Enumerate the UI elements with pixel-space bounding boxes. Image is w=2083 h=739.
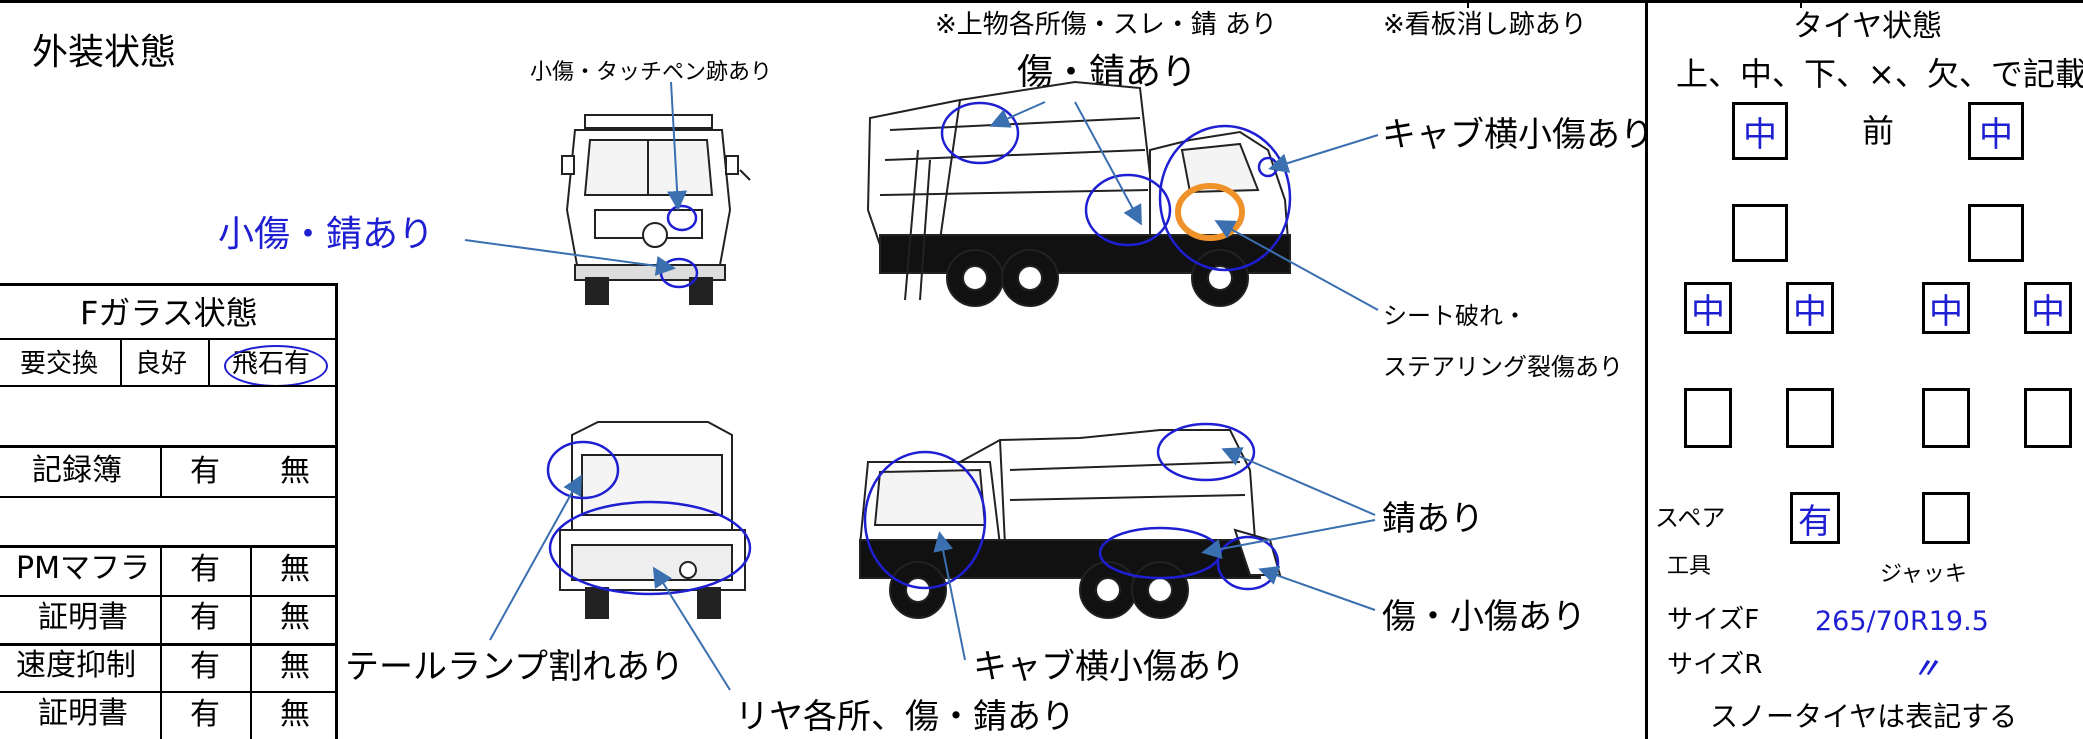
speed-limiter-label: 速度抑制: [16, 648, 136, 683]
left-table-top-border: [0, 283, 338, 286]
divider: [0, 385, 338, 387]
label-front-blue: 小傷・錆あり: [218, 214, 435, 255]
divider: [0, 643, 338, 646]
divider: [0, 496, 338, 498]
tire-front-label: 前: [1862, 112, 1895, 150]
damage-circles: [546, 101, 1292, 596]
truck-diagrams: [464, 80, 1379, 691]
label-scratch-small: 傷・小傷あり: [1382, 597, 1586, 637]
tire-panel-divider: [1645, 0, 1648, 739]
speed-limiter-yes[interactable]: 有: [190, 649, 220, 684]
size-f-value: 265/70R19.5: [1815, 606, 1989, 637]
pm-muffler-no[interactable]: 無: [280, 552, 310, 587]
label-front-small: 小傷・タッチペン跡あり: [530, 60, 773, 85]
note-top: ※上物各所傷・スレ・錆 あり: [935, 10, 1278, 40]
exterior-title: 外装状態: [32, 32, 177, 73]
glass-title: Fガラス状態: [80, 294, 258, 332]
tire-rear-outer-left[interactable]: 中: [1684, 282, 1732, 334]
label-rear: リヤ各所、傷・錆あり: [735, 697, 1075, 737]
tire-title: タイヤ状態: [1793, 9, 1943, 44]
divider: [0, 338, 338, 340]
tire-instruction: 上、中、下、×、欠、で記載: [1676, 55, 2083, 93]
divider: [208, 340, 210, 385]
spare-label: スペア: [1655, 504, 1726, 532]
divider: [0, 691, 338, 693]
spare-box-2[interactable]: [1922, 492, 1970, 544]
tire-rear-inner-right-2[interactable]: [1922, 388, 1970, 448]
size-r-label: サイズR: [1667, 650, 1763, 680]
tire-rear-outer-right-2[interactable]: [2024, 388, 2072, 448]
pm-certificate-yes[interactable]: 有: [190, 600, 220, 635]
tire-rear-outer-right[interactable]: 中: [2024, 282, 2072, 334]
glass-opt-good[interactable]: 良好: [135, 349, 188, 379]
tire-rear-inner-right[interactable]: 中: [1922, 282, 1970, 334]
label-rust: 錆あり: [1382, 499, 1484, 539]
tools-label: 工具: [1667, 554, 1712, 579]
pm-certificate-no[interactable]: 無: [280, 600, 310, 635]
speed-certificate-yes[interactable]: 有: [190, 697, 220, 732]
glass-opt-replace[interactable]: 要交換: [20, 349, 99, 379]
left-table-right-border: [335, 283, 338, 739]
logbook-no[interactable]: 無: [280, 454, 310, 489]
size-f-label: サイズF: [1667, 605, 1760, 635]
size-r-value: 〃: [1912, 652, 1941, 685]
note-sign: ※看板消し跡あり: [1383, 10, 1587, 40]
divider: [0, 545, 338, 548]
speed-certificate-label: 証明書: [38, 696, 128, 731]
left-table: Fガラス状態 要交換 良好 飛石有 記録簿 有 無 PMマフラ 有 無 証明書 …: [0, 283, 338, 739]
label-cab-side-top: キャブ横小傷あり: [1382, 115, 1654, 155]
logbook-yes[interactable]: 有: [190, 454, 220, 489]
label-tail-lamp: テールランプ割れあり: [345, 647, 684, 687]
tire-front-right-2[interactable]: [1968, 204, 2024, 262]
tire-rear-inner-left-2[interactable]: [1786, 388, 1834, 448]
truck-side-view-bottom: [858, 429, 1282, 619]
pm-muffler-yes[interactable]: 有: [190, 552, 220, 587]
speed-certificate-no[interactable]: 無: [280, 697, 310, 732]
snow-note: スノータイヤは表記する: [1710, 700, 2018, 733]
pm-muffler-label: PMマフラ: [16, 551, 150, 586]
top-tick-2: [1800, 0, 1802, 8]
divider: [0, 445, 338, 448]
tire-rear-outer-left-2[interactable]: [1684, 388, 1732, 448]
truck-front-view: [561, 114, 751, 305]
pm-certificate-label: 証明書: [38, 600, 128, 635]
divider: [160, 448, 162, 496]
divider: [0, 595, 338, 597]
truck-rear-view: [559, 421, 746, 619]
label-seat-1: シート破れ・: [1383, 302, 1527, 330]
label-seat-2: ステアリング裂傷あり: [1383, 353, 1623, 381]
tire-front-right[interactable]: 中: [1968, 102, 2024, 160]
spare-value[interactable]: 有: [1790, 492, 1840, 544]
tire-rear-inner-left[interactable]: 中: [1786, 282, 1834, 334]
seat-highlight: [1175, 183, 1245, 241]
tire-front-left-2[interactable]: [1732, 204, 1788, 262]
speed-limiter-no[interactable]: 無: [280, 649, 310, 684]
label-cab-side-bottom: キャブ横小傷あり: [973, 647, 1245, 687]
divider: [120, 340, 122, 385]
jack-label: ジャッキ: [1880, 562, 1967, 587]
top-tick-1: [1467, 0, 1469, 8]
logbook-label: 記録簿: [32, 453, 122, 488]
tire-front-left[interactable]: 中: [1732, 102, 1788, 160]
annotation-arrows: [464, 81, 1379, 691]
truck-side-view: [866, 80, 1291, 307]
